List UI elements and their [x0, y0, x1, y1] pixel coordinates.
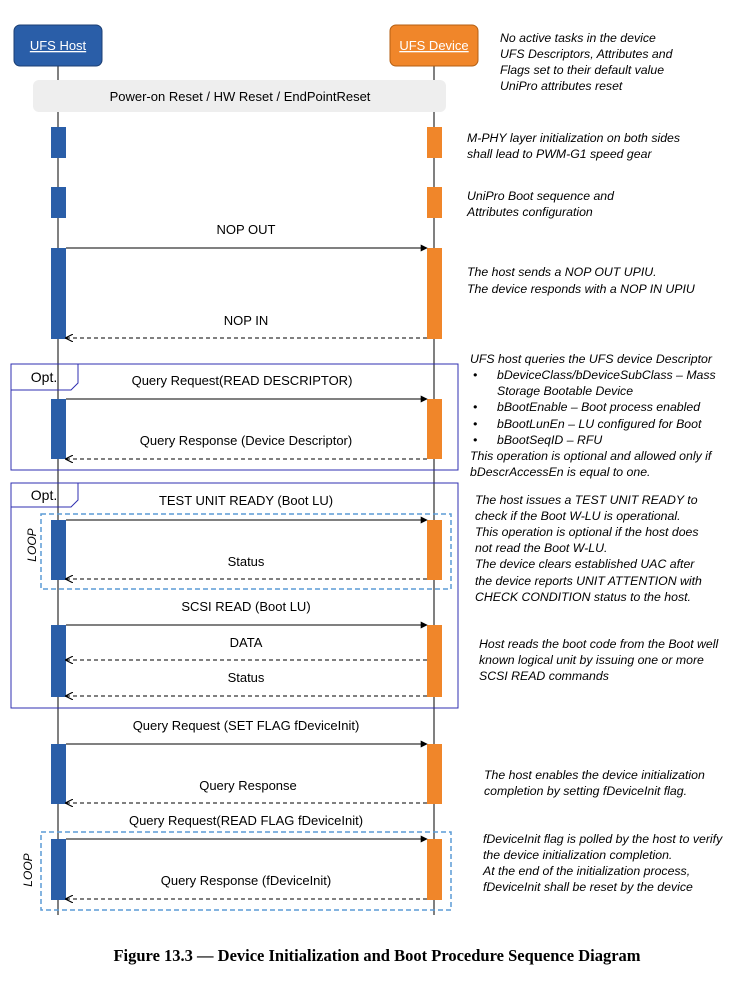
status-label: Status — [228, 554, 265, 569]
svg-text:Storage Bootable Device: Storage Bootable Device — [497, 384, 633, 398]
host-activation — [51, 744, 66, 804]
svg-text:The device clears established: The device clears established UAC after — [475, 557, 695, 571]
host-participant-label: UFS Host — [30, 38, 87, 53]
loop-label: LOOP — [25, 528, 39, 561]
device-activation — [427, 399, 442, 459]
host-participant: UFS Host — [13, 24, 103, 67]
svg-text:UniPro attributes reset: UniPro attributes reset — [500, 79, 623, 93]
nop-out-label: NOP OUT — [217, 222, 276, 237]
svg-text:fDeviceInit shall be reset by: fDeviceInit shall be reset by the device — [483, 880, 693, 894]
svg-text:•: • — [473, 433, 477, 447]
svg-text:bBootEnable – Boot process ena: bBootEnable – Boot process enabled — [497, 400, 701, 414]
data-label: DATA — [230, 635, 263, 650]
svg-text:At the end of the initializati: At the end of the initialization process… — [482, 864, 690, 878]
svg-text:•: • — [473, 400, 477, 414]
status-label: Status — [228, 670, 265, 685]
read-flag-label: Query Request(READ FLAG fDeviceInit) — [129, 813, 363, 828]
device-activation — [427, 520, 442, 580]
note-query-descriptor: UFS host queries the UFS device Descript… — [470, 352, 716, 479]
host-activation — [51, 520, 66, 580]
host-activation — [51, 625, 66, 697]
svg-text:Flags set to their default val: Flags set to their default value — [500, 63, 664, 77]
host-activation — [51, 127, 66, 158]
query-response-label: Query Response — [199, 778, 297, 793]
svg-text:bDeviceClass/bDeviceSubClass –: bDeviceClass/bDeviceSubClass – Mass — [497, 368, 716, 382]
note-set-flag: The host enables the device initializati… — [484, 768, 705, 798]
reset-bar — [33, 80, 446, 112]
device-activation — [427, 187, 442, 218]
host-activation — [51, 839, 66, 900]
device-activation — [427, 839, 442, 900]
device-participant-label: UFS Device — [399, 38, 468, 53]
query-response-descriptor-label: Query Response (Device Descriptor) — [140, 433, 352, 448]
note-unipro-boot: UniPro Boot sequence and Attributes conf… — [466, 189, 615, 219]
svg-text:Attributes configuration: Attributes configuration — [466, 205, 593, 219]
svg-text:•: • — [473, 417, 477, 431]
query-response-fdeviceinit-label: Query Response (fDeviceInit) — [161, 873, 332, 888]
host-activation — [51, 248, 66, 339]
svg-text:This operation is optional if: This operation is optional if the host d… — [475, 525, 699, 539]
svg-text:not read the Boot W-LU.: not read the Boot W-LU. — [475, 541, 607, 555]
svg-text:completion by setting fDeviceI: completion by setting fDeviceInit flag. — [484, 784, 687, 798]
note-reset-state: No active tasks in the device UFS Descri… — [500, 31, 674, 93]
svg-text:bBootLunEn – LU configured for: bBootLunEn – LU configured for Boot — [497, 417, 702, 431]
note-mphy-init: M-PHY layer initialization on both sides… — [467, 131, 680, 161]
loop-frame-1 — [40, 513, 452, 590]
svg-text:UFS host queries the UFS devic: UFS host queries the UFS device Descript… — [470, 352, 713, 366]
svg-text:The device responds with a NOP: The device responds with a NOP IN UPIU — [467, 282, 695, 296]
svg-text:UFS Descriptors, Attributes an: UFS Descriptors, Attributes and — [500, 47, 674, 61]
svg-text:This operation is optional and: This operation is optional and allowed o… — [470, 449, 713, 463]
svg-text:No active tasks in the device: No active tasks in the device — [500, 31, 656, 45]
svg-text:the device initialization comp: the device initialization completion. — [483, 848, 672, 862]
svg-text:bDescrAccessEn is equal to one: bDescrAccessEn is equal to one. — [470, 465, 650, 479]
svg-text:The host sends a NOP OUT UPIU.: The host sends a NOP OUT UPIU. — [467, 265, 657, 279]
set-flag-label: Query Request (SET FLAG fDeviceInit) — [133, 718, 360, 733]
opt-frame-2 — [10, 482, 459, 709]
svg-text:•: • — [473, 368, 477, 382]
device-activation — [427, 248, 442, 339]
scsi-read-label: SCSI READ (Boot LU) — [181, 599, 310, 614]
nop-in-label: NOP IN — [224, 313, 269, 328]
device-activation — [427, 625, 442, 697]
note-test-unit-ready: The host issues a TEST UNIT READY to che… — [475, 493, 702, 604]
svg-text:shall lead to PWM-G1 speed gea: shall lead to PWM-G1 speed gear — [467, 147, 652, 161]
loop-frame-2 — [40, 831, 452, 911]
opt-frame-1 — [10, 363, 459, 471]
sequence-diagram: UFS Host UFS Device Power-on Reset / HW … — [10, 24, 723, 915]
device-participant: UFS Device — [389, 24, 479, 67]
host-activation — [51, 399, 66, 459]
svg-text:UniPro Boot sequence and: UniPro Boot sequence and — [467, 189, 615, 203]
device-activation — [427, 127, 442, 158]
svg-text:SCSI READ commands: SCSI READ commands — [479, 669, 609, 683]
opt-label: Opt. — [31, 369, 57, 385]
svg-text:bBootSeqID – RFU: bBootSeqID – RFU — [497, 433, 602, 447]
svg-text:check if the Boot W-LU is oper: check if the Boot W-LU is operational. — [475, 509, 681, 523]
svg-text:The host issues a TEST UNIT RE: The host issues a TEST UNIT READY to — [475, 493, 698, 507]
svg-text:M-PHY layer initialization on: M-PHY layer initialization on both sides — [467, 131, 680, 145]
reset-label: Power-on Reset / HW Reset / EndPointRese… — [110, 89, 371, 104]
opt-label: Opt. — [31, 487, 57, 503]
svg-text:fDeviceInit flag is polled by: fDeviceInit flag is polled by the host t… — [483, 832, 723, 846]
device-activation — [427, 744, 442, 804]
note-nop: The host sends a NOP OUT UPIU. The devic… — [467, 265, 695, 296]
test-unit-ready-label: TEST UNIT READY (Boot LU) — [159, 493, 333, 508]
loop-label: LOOP — [21, 853, 35, 886]
note-scsi-read: Host reads the boot code from the Boot w… — [479, 637, 720, 683]
note-poll-flag: fDeviceInit flag is polled by the host t… — [482, 832, 723, 894]
svg-text:CHECK CONDITION status to the: CHECK CONDITION status to the host. — [475, 590, 691, 604]
host-activation — [51, 187, 66, 218]
figure-caption: Figure 13.3 — Device Initialization and … — [113, 946, 641, 965]
svg-text:known logical unit by issuing: known logical unit by issuing one or mor… — [479, 653, 704, 667]
svg-text:Host reads the boot code from: Host reads the boot code from the Boot w… — [479, 637, 720, 651]
query-read-descriptor-label: Query Request(READ DESCRIPTOR) — [132, 373, 353, 388]
svg-text:The host enables the device in: The host enables the device initializati… — [484, 768, 705, 782]
svg-text:the device reports UNIT ATTENT: the device reports UNIT ATTENTION with — [475, 574, 702, 588]
